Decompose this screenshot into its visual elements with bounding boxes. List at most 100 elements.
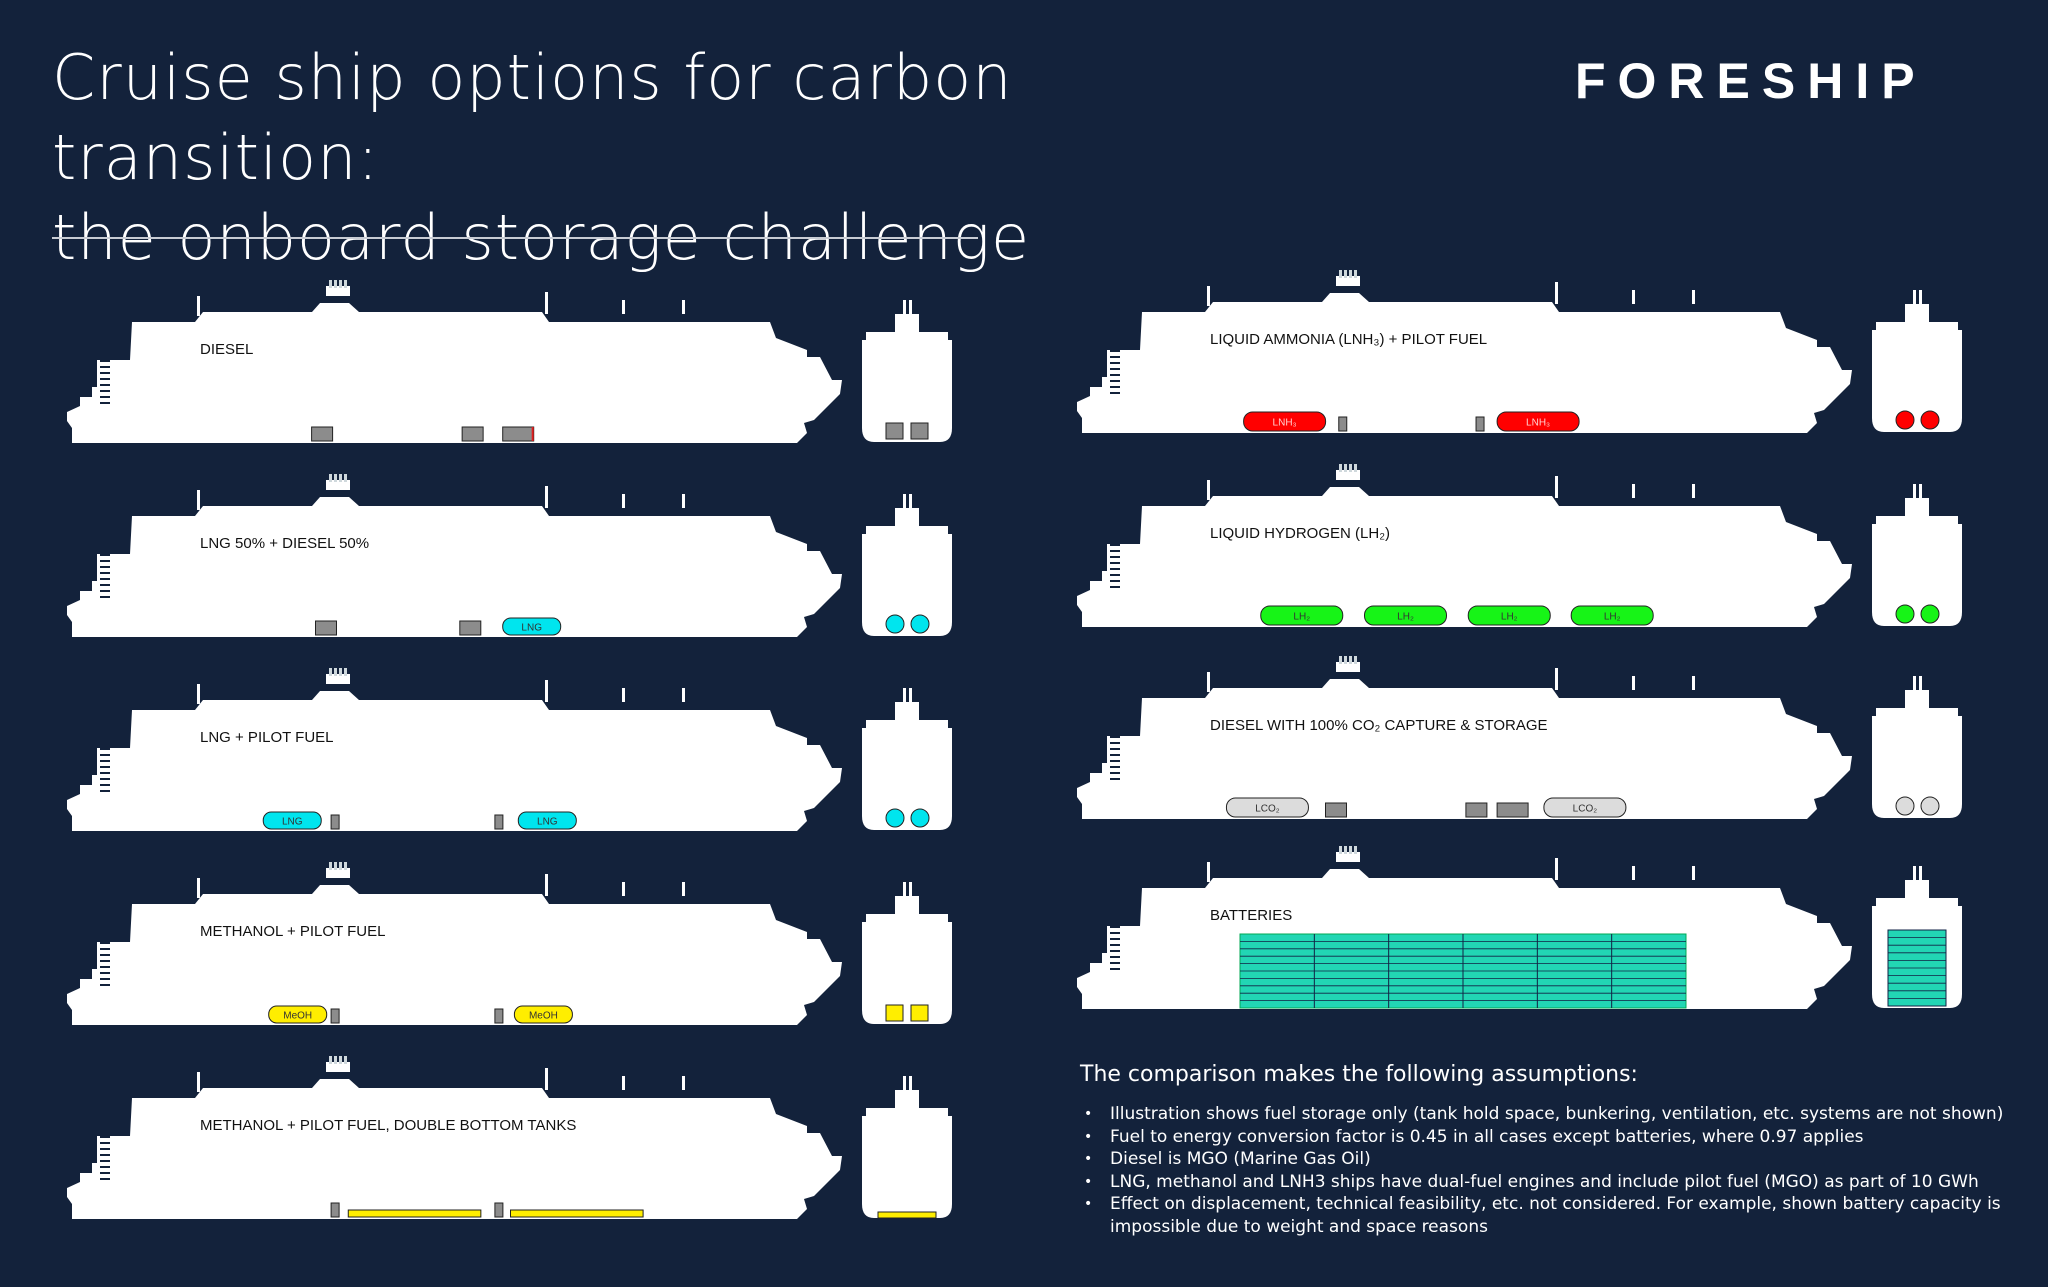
diesel-section-tank: [910, 422, 929, 440]
tank-label: LNH₃: [1273, 418, 1297, 429]
ship-hull: [67, 691, 842, 831]
ship-option-panel: METHANOL + PILOT FUEL, DOUBLE BOTTOM TAN…: [62, 1056, 962, 1236]
diesel-tank: [1338, 416, 1348, 432]
assumption-item: Illustration shows fuel storage only (ta…: [1084, 1103, 2020, 1126]
ship-hull: [67, 1079, 842, 1219]
mast: [1555, 476, 1558, 498]
stern-window-line: [100, 366, 110, 368]
stern-window-line: [100, 542, 110, 544]
tank-label: LH₂: [1501, 612, 1518, 623]
funnel-exhaust: [903, 882, 906, 898]
cross-section-hull: [862, 1090, 952, 1218]
diesel-tank: [494, 1008, 504, 1024]
diesel-tank: [315, 620, 337, 636]
funnel-exhaust: [909, 494, 912, 510]
funnel: [1336, 276, 1360, 286]
assumption-item: LNG, methanol and LNH3 ships have dual-f…: [1084, 1171, 2020, 1194]
ship-option-diagram: LNG 50% + DIESEL 50%LNG: [67, 474, 952, 637]
stern-window-line: [100, 778, 110, 780]
funnel-exhaust: [1913, 484, 1916, 500]
cross-section: [862, 494, 952, 636]
cross-section-hull: [1872, 304, 1962, 432]
stern-window-line: [100, 584, 110, 586]
methanol-section-tank: [910, 1004, 929, 1022]
ship-profile: [67, 1056, 842, 1219]
stern-window-line: [100, 978, 110, 980]
mast: [545, 486, 548, 508]
funnel-exhaust: [1344, 846, 1347, 854]
ship-hull: [67, 497, 842, 637]
cross-section-hull: [862, 314, 952, 442]
funnel-exhaust: [334, 474, 337, 482]
ship-option-panel: BATTERIES: [1072, 846, 1972, 1026]
funnel-exhaust: [1349, 846, 1352, 854]
lng-section-tank: [910, 614, 930, 634]
mast: [1692, 484, 1695, 498]
ammonia-section-tank: [1920, 410, 1940, 430]
hydrogen-tank: [1570, 605, 1654, 626]
funnel: [326, 1062, 350, 1072]
stern-window-line: [100, 1142, 110, 1144]
mast: [1632, 484, 1635, 498]
mast: [197, 296, 200, 316]
funnel: [1336, 852, 1360, 862]
stern-window-line: [1110, 730, 1120, 732]
diesel-tank: [461, 426, 484, 442]
ship-profile: [67, 668, 842, 831]
stern-window-line: [100, 766, 110, 768]
funnel-exhaust: [339, 280, 342, 288]
stern-window-line: [1110, 968, 1120, 970]
lng-tank: [262, 811, 322, 830]
stern-window-line: [100, 590, 110, 592]
funnel-exhaust: [339, 1056, 342, 1064]
funnel-exhaust: [909, 300, 912, 316]
funnel-exhaust: [334, 280, 337, 288]
fuel-option-label: LNG 50% + DIESEL 50%: [200, 535, 369, 552]
mast: [622, 494, 625, 508]
stern-window-line: [100, 942, 110, 944]
mast: [1692, 676, 1695, 690]
mast: [545, 1068, 548, 1090]
stern-window-line: [1110, 386, 1120, 388]
fuel-option-label: LIQUID HYDROGEN (LH₂): [1210, 525, 1390, 542]
stern-window-line: [1110, 760, 1120, 762]
tank-label: LCO₂: [1255, 804, 1280, 815]
stern-window-line: [1110, 532, 1120, 534]
diesel-tank: [459, 620, 482, 636]
methanol-tank: [268, 1005, 328, 1024]
lng-tank: [517, 811, 577, 830]
ammonia-tank: [1496, 411, 1580, 432]
stern-window-line: [100, 966, 110, 968]
tank-accent: [531, 427, 534, 441]
tank-label: LNG: [537, 817, 558, 828]
stern-window-line: [1110, 586, 1120, 588]
cross-section-hull: [862, 896, 952, 1024]
assumptions-heading: The comparison makes the following assum…: [1080, 1062, 1638, 1087]
funnel-exhaust: [1354, 656, 1357, 664]
cross-section: [862, 1076, 952, 1219]
funnel-exhaust: [329, 668, 332, 676]
cross-section-hull: [862, 508, 952, 636]
mast: [197, 684, 200, 704]
mast: [545, 292, 548, 314]
assumption-item: Fuel to energy conversion factor is 0.45…: [1084, 1126, 2020, 1149]
tank-label: LH₂: [1293, 612, 1310, 623]
stern-window-line: [100, 578, 110, 580]
stern-window-line: [1110, 574, 1120, 576]
mast: [1207, 672, 1210, 692]
fuel-option-label: METHANOL + PILOT FUEL, DOUBLE BOTTOM TAN…: [200, 1117, 576, 1134]
stern-window-line: [100, 736, 110, 738]
cross-section: [862, 688, 952, 830]
stern-window-line: [1110, 724, 1120, 726]
methanol-section-tank: [885, 1004, 904, 1022]
stern-window-line: [1110, 944, 1120, 946]
diesel-section-tank: [885, 422, 904, 440]
stern-window-line: [100, 754, 110, 756]
mast: [622, 882, 625, 896]
ship-hull: [1077, 293, 1852, 433]
cross-section: [862, 882, 952, 1024]
funnel-exhaust: [334, 862, 337, 870]
